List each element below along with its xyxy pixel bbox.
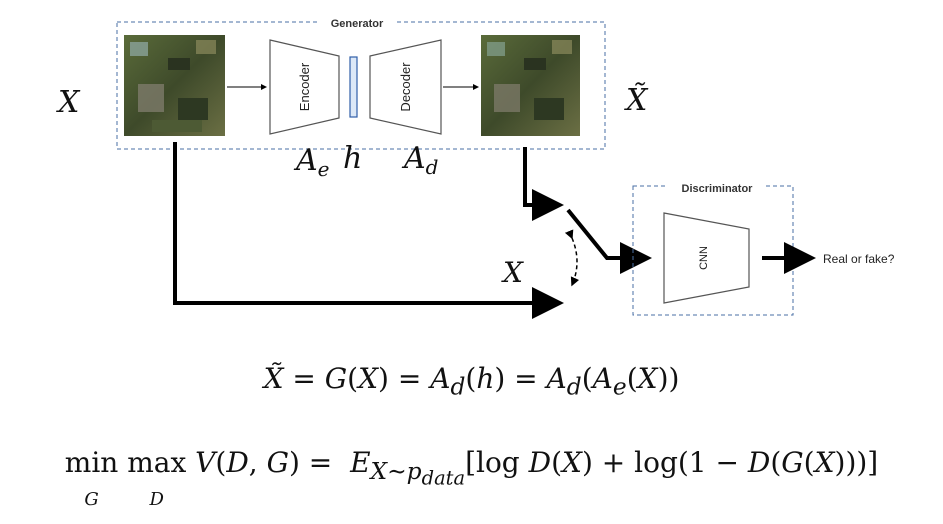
input-symbol: X bbox=[56, 85, 81, 120]
generated-satellite-image bbox=[481, 35, 580, 136]
discriminator-title: Discriminator bbox=[682, 183, 754, 195]
cnn-block bbox=[663, 212, 750, 304]
path-generated-to-switch bbox=[523, 147, 564, 221]
decoder-label: Decoder bbox=[398, 62, 413, 112]
symbol-latent: h bbox=[343, 141, 362, 176]
symbol-decoder: Ad bbox=[401, 141, 438, 179]
encoder-label: Encoder bbox=[297, 62, 312, 111]
symbol-encoder: Ae bbox=[293, 143, 330, 181]
decoder-block bbox=[369, 39, 442, 135]
latent-code-bar bbox=[349, 56, 358, 118]
switch-toggle-arrow bbox=[564, 229, 580, 287]
output-symbol: X̃ bbox=[624, 83, 649, 118]
input-satellite-image bbox=[124, 35, 225, 136]
switch-symbol: X bbox=[501, 256, 524, 289]
cnn-label: CNN bbox=[698, 246, 710, 270]
switch-lever bbox=[566, 208, 652, 274]
generator-title: Generator bbox=[331, 18, 384, 30]
equation-reconstruction: X̃ = G(X) = Ad(h) = Ad(Ae(X)) bbox=[263, 362, 680, 401]
path-real-to-switch bbox=[173, 142, 564, 319]
encoder-block bbox=[269, 39, 340, 135]
discriminator-output-label: Real or fake? bbox=[823, 252, 895, 266]
